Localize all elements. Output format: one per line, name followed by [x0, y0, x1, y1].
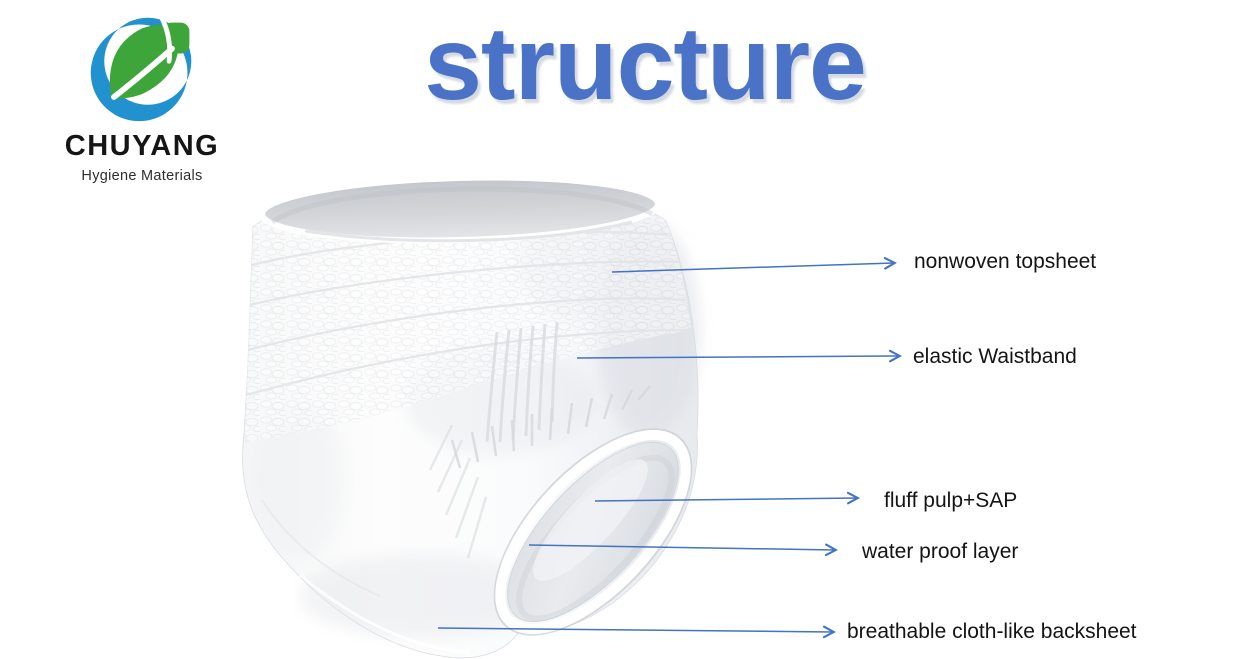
arrow-breathable-backsheet	[437, 625, 836, 639]
arrow-nonwoven-topsheet	[611, 256, 897, 273]
page-title: structure	[424, 6, 867, 122]
brand-logo: CHUYANG Hygiene Materials	[52, 8, 232, 184]
annotation-arrows	[437, 256, 902, 639]
arrow-water-proof-layer	[528, 543, 838, 557]
part-label-fluff-pulp-sap: fluff pulp+SAP	[884, 489, 1018, 512]
part-label-water-proof-layer: water proof layer	[862, 540, 1019, 563]
part-label-breathable-backsheet: breathable cloth-like backsheet	[847, 620, 1137, 643]
brand-name: CHUYANG	[64, 130, 220, 162]
arrow-fluff-pulp-sap	[594, 491, 860, 505]
part-label-nonwoven-topsheet: nonwoven topsheet	[914, 250, 1097, 273]
brand-tagline: Hygiene Materials	[81, 168, 203, 184]
arrow-elastic-waistband	[576, 349, 902, 363]
leaf-logo-icon	[90, 14, 192, 122]
product-illustration	[242, 174, 700, 659]
part-label-elastic-waistband: elastic Waistband	[913, 345, 1077, 368]
